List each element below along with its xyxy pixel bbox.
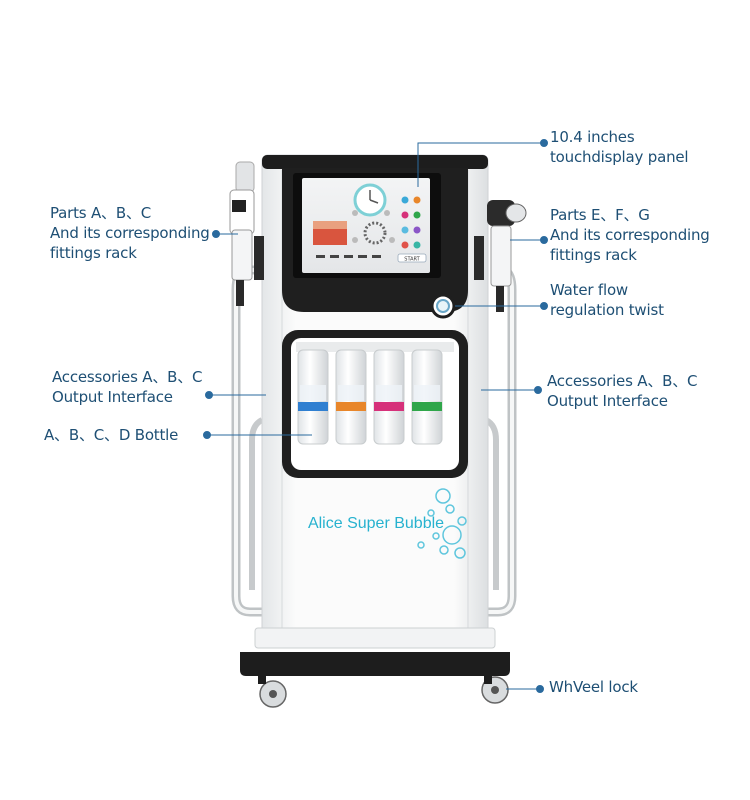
screen-dial-icon: [363, 221, 387, 245]
bottle-b-cap: [336, 402, 366, 411]
label-parts-right-line2: And its corresponding: [550, 226, 710, 244]
bottle-d-cap: [412, 402, 442, 411]
wheels: [258, 676, 509, 708]
screen-droplet-icons: [401, 196, 421, 249]
label-output-left-line1: Accessories A、B、C: [52, 368, 203, 386]
screen-handpiece-icons: [316, 255, 381, 258]
label-parts-left-line1: Parts A、B、C: [50, 204, 152, 222]
label-display-panel: 10.4 inches touchdisplay panel: [550, 127, 689, 167]
label-water-flow: Water flow regulation twist: [550, 280, 664, 320]
label-parts-left-line2: And its corresponding: [50, 224, 210, 242]
label-display-panel-line1: 10.4 inches: [550, 128, 635, 146]
label-output-right: Accessories A、B、C Output Interface: [547, 371, 698, 411]
left-hose-loop: [231, 265, 267, 617]
label-bottle: A、B、C、D Bottle: [44, 425, 178, 445]
label-wheel-lock: WhVeel lock: [549, 677, 638, 697]
label-output-right-line2: Output Interface: [547, 392, 668, 410]
bubble-decoration: [417, 488, 467, 559]
label-parts-left: Parts A、B、C And its corresponding fittin…: [50, 203, 210, 263]
screen-start-button[interactable]: [397, 253, 427, 263]
label-parts-left-line3: fittings rack: [50, 244, 137, 262]
label-output-right-line1: Accessories A、B、C: [547, 372, 698, 390]
machine-base: [240, 627, 510, 676]
left-handpiece: [229, 161, 264, 306]
label-parts-right: Parts E、F、G And its corresponding fittin…: [550, 205, 710, 265]
label-output-left-line2: Output Interface: [52, 388, 173, 406]
label-display-panel-line2: touchdisplay panel: [550, 148, 689, 166]
leader-lines: [203, 139, 548, 693]
right-handpiece: [474, 200, 527, 312]
bottle-a-cap: [298, 402, 328, 411]
label-output-left: Accessories A、B、C Output Interface: [52, 367, 203, 407]
brand-name: Alice Super Bubble: [308, 515, 444, 532]
label-parts-right-line3: fittings rack: [550, 246, 637, 264]
label-water-flow-line2: regulation twist: [550, 301, 664, 319]
screen-start-label: START: [404, 257, 420, 263]
bottle-c-cap: [374, 402, 404, 411]
label-wheel-lock-line1: WhVeel lock: [549, 678, 638, 696]
label-parts-right-line1: Parts E、F、G: [550, 206, 650, 224]
touch-display-panel[interactable]: START: [282, 168, 468, 319]
label-water-flow-line1: Water flow: [550, 281, 629, 299]
bottles: [297, 349, 443, 445]
label-bottle-line1: A、B、C、D Bottle: [44, 426, 179, 444]
right-hose-loop: [481, 265, 517, 617]
